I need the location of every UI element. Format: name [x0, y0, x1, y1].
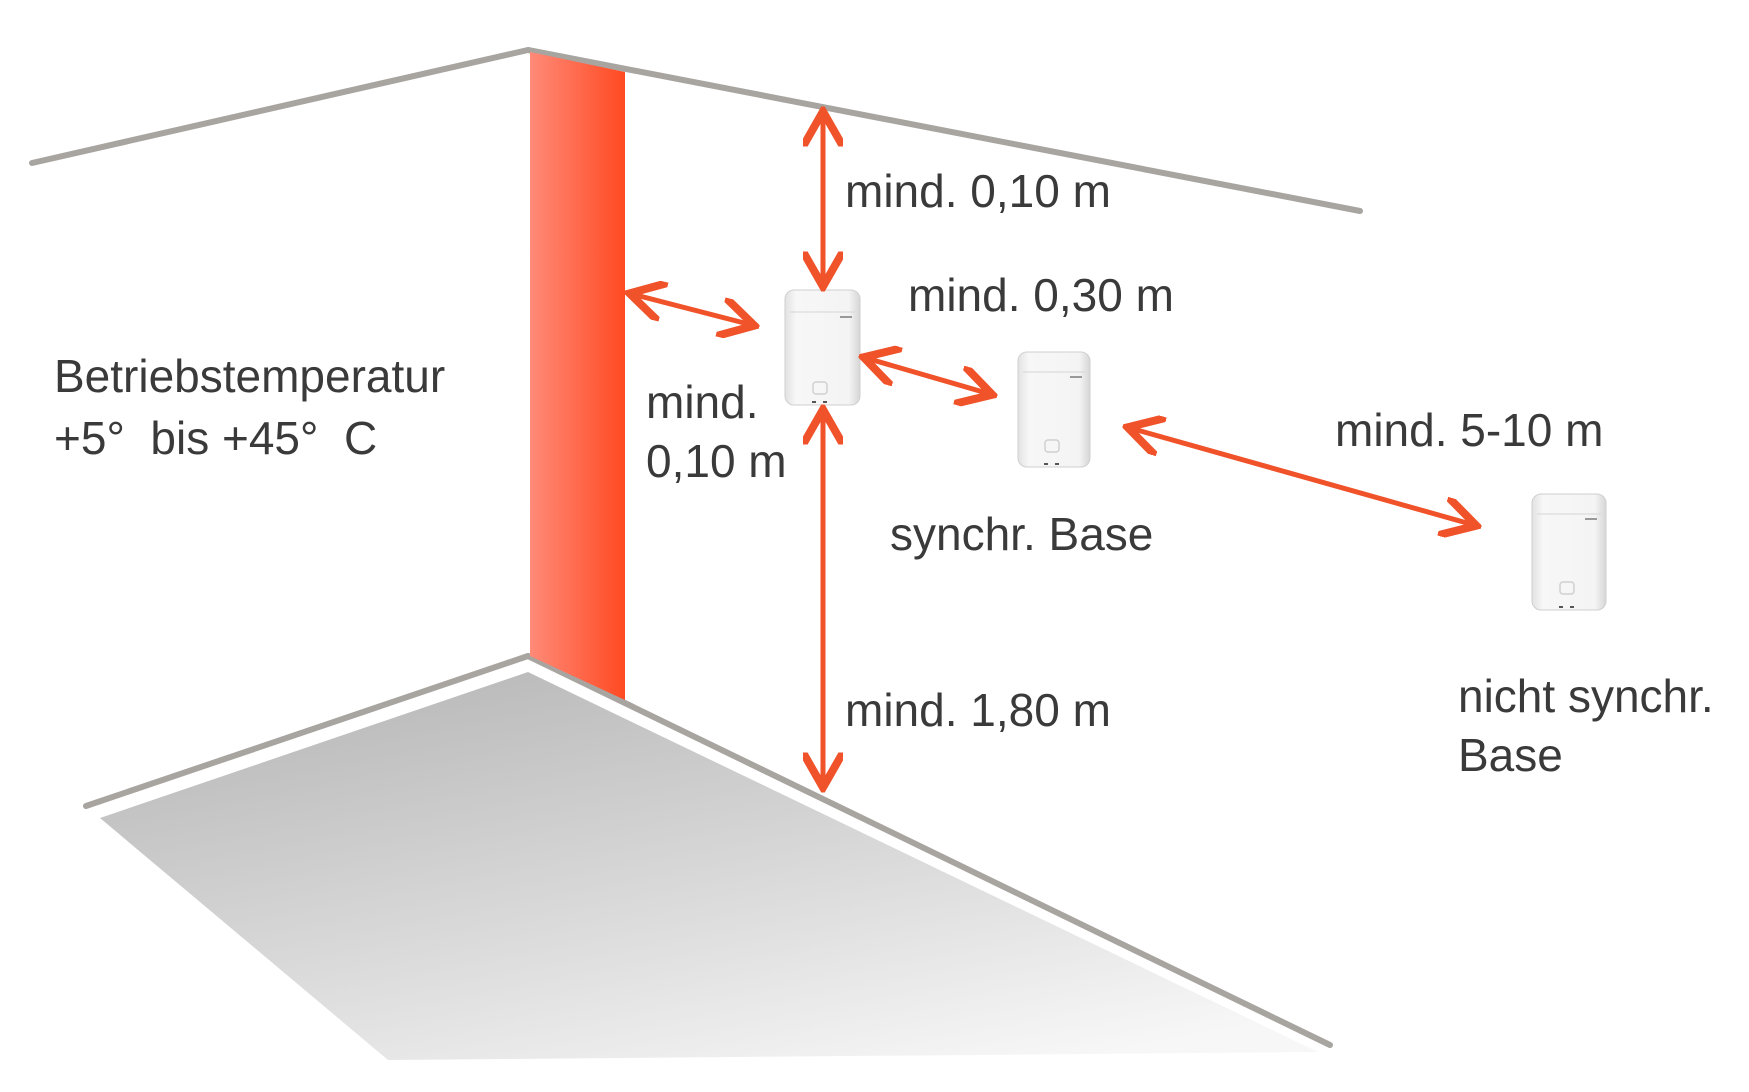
- nonsynch-base-label-line1: nicht synchr.: [1458, 670, 1714, 722]
- temperature-label-line2: +5° bis +45° C: [54, 412, 378, 464]
- wall-pillar: [530, 52, 625, 700]
- ceiling-left-edge: [29, 47, 531, 166]
- wall-distance-label-line1: mind.: [646, 376, 759, 428]
- ceiling-distance-label: mind. 0,10 m: [845, 165, 1111, 217]
- device-synch-base: [1017, 351, 1091, 468]
- nonsynch-distance-label: mind. 5-10 m: [1335, 404, 1604, 456]
- floor-left-edge: [83, 653, 531, 809]
- floor-distance-label: mind. 1,80 m: [845, 684, 1111, 736]
- synch-distance-label: mind. 0,30 m: [908, 269, 1174, 321]
- floor: [100, 672, 1318, 1060]
- nonsynch-base-label-line2: Base: [1458, 729, 1563, 781]
- room-edges: [29, 47, 1363, 1048]
- arrow-synch-distance: [866, 358, 990, 394]
- arrow-wall-distance: [632, 294, 752, 325]
- ceiling-right-edge: [525, 47, 1363, 214]
- device-nonsynch-base: [1531, 493, 1607, 611]
- floor-right-edge: [525, 653, 1333, 1048]
- arrow-nonsynch-distance: [1130, 428, 1474, 525]
- synch-base-label: synchr. Base: [890, 508, 1154, 560]
- wall-distance-label-line2: 0,10 m: [646, 435, 787, 487]
- device-base-main: [784, 289, 861, 406]
- temperature-label-line1: Betriebstemperatur: [54, 350, 446, 402]
